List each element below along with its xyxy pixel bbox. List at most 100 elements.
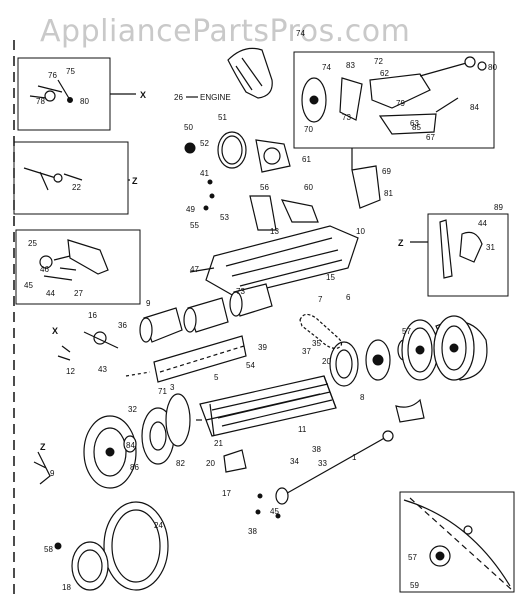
part-number-label: 38 bbox=[312, 445, 321, 454]
detail-box-bracket bbox=[293, 51, 495, 170]
part-number-label: 46 bbox=[40, 265, 49, 274]
engine-adapter: 74 bbox=[227, 29, 305, 99]
detail-box-x: X bbox=[17, 57, 146, 131]
part-number-label: 11 bbox=[298, 425, 307, 434]
part-number-label: 9 bbox=[50, 469, 55, 478]
drive-chain bbox=[299, 313, 343, 349]
detail-box-z: Z bbox=[13, 141, 138, 215]
part-number-label: 71 bbox=[158, 387, 167, 396]
detail-box-z-right: Z bbox=[398, 213, 509, 297]
part-number-label: 70 bbox=[304, 125, 313, 134]
part-number-label: 59 bbox=[410, 581, 419, 590]
part-number-label: 31 bbox=[486, 243, 495, 252]
reel bbox=[196, 375, 337, 437]
part-number-label: 76 bbox=[48, 71, 57, 80]
part-number-label: 45 bbox=[270, 507, 279, 516]
part-number-label: 75 bbox=[66, 67, 75, 76]
part-number-label: 82 bbox=[176, 459, 185, 468]
part-number-label: 73 bbox=[342, 113, 351, 122]
part-number-label: 32 bbox=[128, 405, 137, 414]
part-number-label: 44 bbox=[46, 289, 55, 298]
part-number-label: 6 bbox=[346, 293, 351, 302]
part-number-label: 84 bbox=[470, 103, 479, 112]
callout-x-left: X bbox=[140, 90, 146, 100]
clutch-assembly bbox=[184, 131, 291, 211]
mounting-brackets bbox=[249, 165, 381, 231]
part-number-label: 27 bbox=[74, 289, 83, 298]
part-number-label: 53 bbox=[220, 213, 229, 222]
part-number-label: 12 bbox=[66, 367, 75, 376]
part-number-label: 81 bbox=[384, 189, 393, 198]
part-number-label: 83 bbox=[346, 61, 355, 70]
part-number-label: 69 bbox=[382, 167, 391, 176]
part-number-label: 49 bbox=[186, 205, 195, 214]
deck-plate bbox=[189, 225, 359, 297]
part-number-label: 3 bbox=[170, 383, 175, 392]
callout-z-right: Z bbox=[398, 238, 404, 248]
part-number-label: 47 bbox=[190, 265, 199, 274]
small-brackets bbox=[223, 398, 425, 473]
callout-z-bottom: Z bbox=[40, 442, 46, 452]
part-number-label: 72 bbox=[374, 57, 383, 66]
wrench-z: Z bbox=[33, 442, 51, 485]
part-number-label: 37 bbox=[302, 347, 311, 356]
callout-x-right: X bbox=[52, 326, 58, 336]
part-number-label: 67 bbox=[426, 133, 435, 142]
part-number-label: 18 bbox=[62, 583, 71, 592]
engine-ref-number: 26 bbox=[174, 93, 183, 102]
rollers bbox=[139, 283, 273, 343]
part-number-label: 80 bbox=[80, 97, 89, 106]
part-number-label: 56 bbox=[260, 183, 269, 192]
left-wheel-hub bbox=[83, 393, 191, 489]
svg-text:74: 74 bbox=[296, 29, 305, 38]
part-number-label: 41 bbox=[200, 169, 209, 178]
part-number-label: 9 bbox=[146, 299, 151, 308]
detail-box-bottom-right bbox=[399, 491, 515, 593]
part-number-label: 33 bbox=[318, 459, 327, 468]
watermark: AppliancePartsPros.com bbox=[40, 14, 411, 49]
part-number-label: 50 bbox=[184, 123, 193, 132]
part-number-label: 79 bbox=[396, 99, 405, 108]
part-number-label: 36 bbox=[118, 321, 127, 330]
part-number-label: 7 bbox=[318, 295, 323, 304]
part-number-label: 63 bbox=[410, 119, 419, 128]
part-number-label: 35 bbox=[312, 339, 321, 348]
part-number-label: 74 bbox=[322, 63, 331, 72]
part-number-label: 60 bbox=[304, 183, 313, 192]
part-number-label: 73 bbox=[236, 287, 245, 296]
roller-shaft bbox=[125, 335, 247, 383]
axle bbox=[255, 430, 394, 519]
engine-ref: 26 ENGINE bbox=[174, 93, 231, 102]
part-number-label: 21 bbox=[214, 439, 223, 448]
part-number-label: 20 bbox=[206, 459, 215, 468]
part-number-label: 52 bbox=[200, 139, 209, 148]
tire bbox=[54, 501, 169, 591]
part-number-label: 22 bbox=[72, 183, 81, 192]
part-number-label: 13 bbox=[270, 227, 279, 236]
callout-z-left: Z bbox=[132, 176, 138, 186]
part-number-label: 57 bbox=[402, 327, 411, 336]
part-number-label: 84 bbox=[126, 441, 135, 450]
part-number-label: 39 bbox=[258, 343, 267, 352]
part-number-label: 57 bbox=[408, 553, 417, 562]
part-number-label: 78 bbox=[36, 97, 45, 106]
part-number-label: 25 bbox=[28, 239, 37, 248]
part-number-label: 58 bbox=[44, 545, 53, 554]
part-number-label: 51 bbox=[218, 113, 227, 122]
part-number-label: 10 bbox=[356, 227, 365, 236]
part-number-label: 62 bbox=[380, 69, 389, 78]
part-number-label: 1 bbox=[352, 453, 357, 462]
detail-box-handle bbox=[15, 229, 141, 305]
engine-label: ENGINE bbox=[200, 93, 231, 102]
part-number-label: 24 bbox=[154, 521, 163, 530]
part-number-label: 44 bbox=[478, 219, 487, 228]
drive-gears bbox=[329, 315, 488, 387]
part-number-label: 43 bbox=[98, 365, 107, 374]
part-number-label: 61 bbox=[302, 155, 311, 164]
part-number-label: 16 bbox=[88, 311, 97, 320]
part-number-label: 34 bbox=[290, 457, 299, 466]
part-number-label: 8 bbox=[360, 393, 365, 402]
part-number-label: 5 bbox=[214, 373, 219, 382]
